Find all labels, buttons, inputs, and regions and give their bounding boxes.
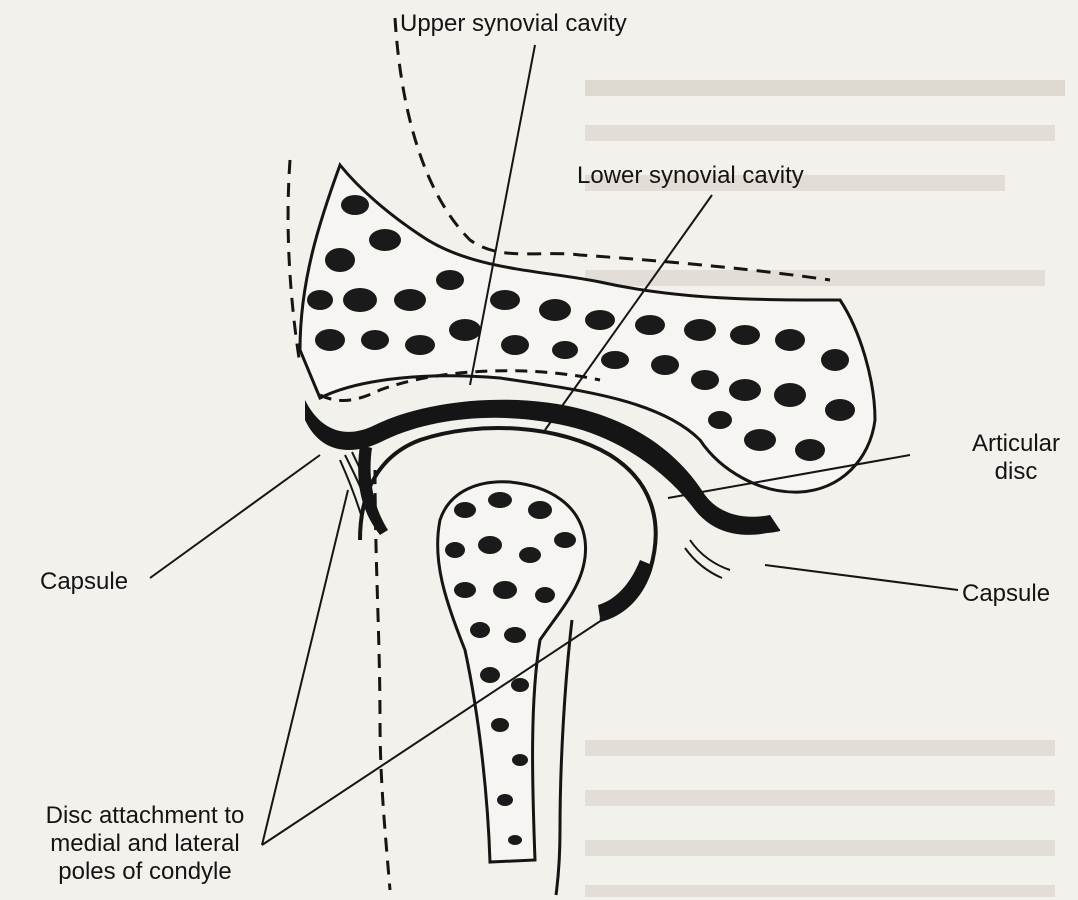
temporal-bone-outline <box>395 18 830 280</box>
leader-attachment-medial <box>262 490 348 845</box>
leader-capsule-right <box>765 565 958 590</box>
label-disc-attachment-line1: Disc attachment to <box>0 802 290 830</box>
label-disc-attachment: Disc attachment to medial and lateral po… <box>0 802 290 886</box>
label-lower-synovial-cavity: Lower synovial cavity <box>577 162 804 190</box>
label-articular-disc-line1: Articular <box>960 430 1072 458</box>
label-capsule-left: Capsule <box>40 568 128 596</box>
label-capsule-right: Capsule <box>962 580 1050 608</box>
condyle-cancellous-bone <box>438 482 586 862</box>
temporal-bone-inner-outline <box>288 160 300 365</box>
label-articular-disc-line2: disc <box>960 458 1072 486</box>
leader-attachment-lateral <box>262 608 620 845</box>
label-disc-attachment-line2: medial and lateral <box>0 830 290 858</box>
label-disc-attachment-line3: poles of condyle <box>0 858 290 886</box>
condylar-neck-right <box>556 620 572 895</box>
background-show-through <box>585 80 1065 897</box>
leader-capsule-left <box>150 455 320 578</box>
label-upper-synovial-cavity: Upper synovial cavity <box>400 10 627 38</box>
label-articular-disc: Articular disc <box>960 430 1072 486</box>
